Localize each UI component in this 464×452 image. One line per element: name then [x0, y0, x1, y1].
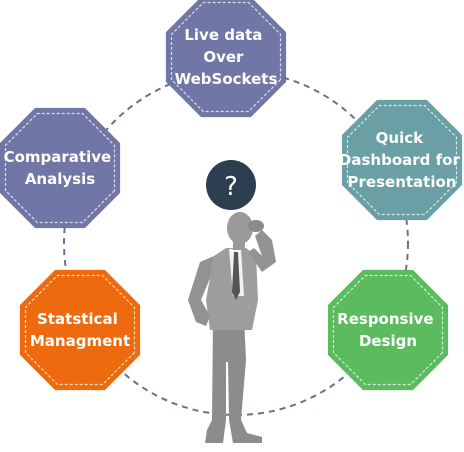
question-bubble-circle: [206, 160, 256, 210]
node-comparative-analysis-dashed-border: [4, 112, 116, 224]
node-comparative-analysis-octagon: [0, 107, 121, 229]
person-tie: [232, 252, 240, 300]
node-quick-dashboard-label: Quick Dashboard for Presentation: [339, 129, 464, 191]
node-statstical-managment-dashed-border: [24, 274, 136, 386]
node-quick-dashboard: Quick Dashboard for Presentation: [339, 99, 464, 221]
person-left-arm: [188, 256, 214, 326]
node-live-data-dashed-border: [170, 1, 282, 113]
question-bubble: ?: [206, 160, 256, 210]
person-neck: [233, 238, 245, 250]
dashed-ring: [63, 70, 409, 416]
node-live-data-octagon: [165, 0, 287, 118]
person-head: [227, 212, 253, 244]
node-responsive-design: Responsive Design: [327, 269, 449, 391]
person-right-arm: [248, 230, 276, 272]
node-live-data: Live data Over WebSockets: [165, 0, 287, 118]
node-responsive-design-dashed-border: [332, 274, 444, 386]
node-quick-dashboard-dashed-border: [346, 104, 458, 216]
person-hand: [248, 220, 264, 232]
thinking-person-icon: [188, 212, 276, 443]
person-legs: [205, 318, 262, 443]
node-comparative-analysis-label: Comparative Analysis: [4, 148, 117, 188]
person-torso: [206, 248, 258, 330]
node-statstical-managment: Statstical Managment: [19, 269, 141, 391]
node-statstical-managment-octagon: [19, 269, 141, 391]
question-mark-icon: ?: [224, 172, 238, 202]
node-comparative-analysis: Comparative Analysis: [0, 107, 121, 229]
node-statstical-managment-label: Statstical Managment: [30, 310, 130, 350]
node-quick-dashboard-octagon: [341, 99, 463, 221]
node-live-data-label: Live data Over WebSockets: [175, 26, 278, 88]
node-responsive-design-label: Responsive Design: [337, 310, 439, 350]
node-responsive-design-octagon: [327, 269, 449, 391]
